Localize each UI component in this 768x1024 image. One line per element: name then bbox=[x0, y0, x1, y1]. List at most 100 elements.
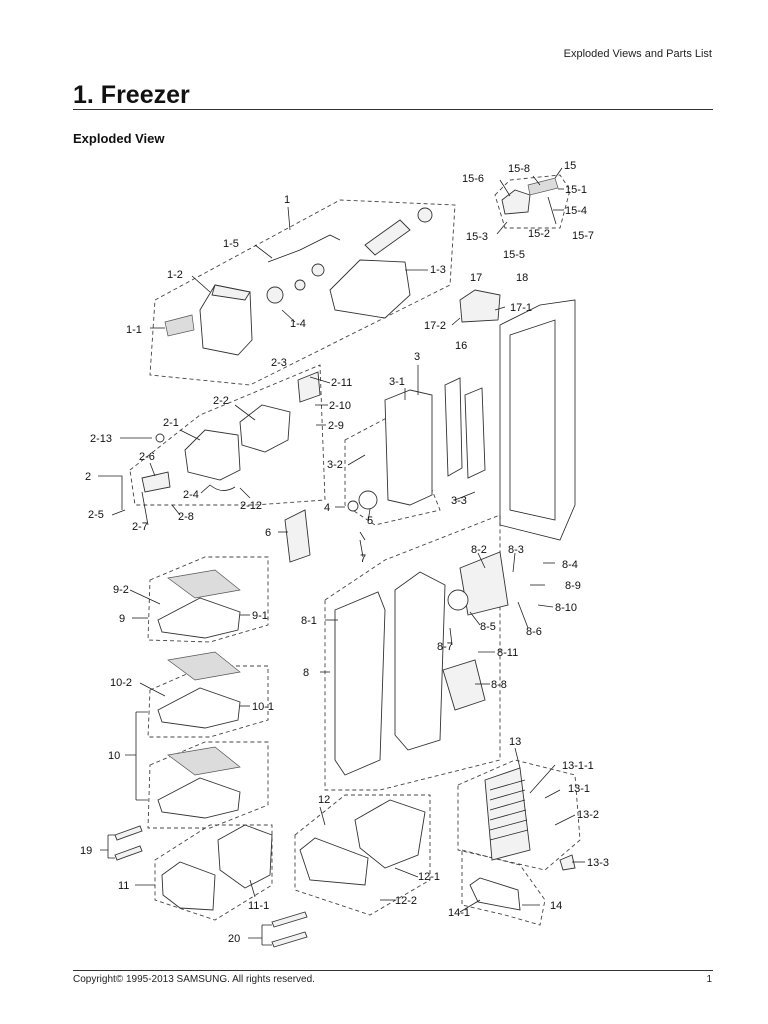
outline-drain-14 bbox=[461, 849, 546, 926]
panel-back bbox=[334, 591, 386, 776]
rail-20a bbox=[271, 911, 308, 928]
footer-divider bbox=[73, 970, 713, 971]
assembly-outlines bbox=[129, 174, 581, 926]
callout-1-3: 1-3 bbox=[430, 264, 446, 276]
callout-13-3: 13-3 bbox=[587, 857, 609, 869]
callout-15-1: 15-1 bbox=[565, 184, 587, 196]
gear-a bbox=[266, 286, 284, 304]
section-header: Exploded Views and Parts List bbox=[563, 48, 712, 60]
callout-19: 19 bbox=[80, 845, 92, 857]
callout-10-2: 10-2 bbox=[110, 677, 132, 689]
callout-2-7: 2-7 bbox=[132, 521, 148, 533]
tank-body bbox=[501, 189, 531, 215]
outline-bin-11 bbox=[154, 824, 273, 921]
callout-2-5: 2-5 bbox=[88, 509, 104, 521]
callout-8-8: 8-8 bbox=[491, 679, 507, 691]
callout-9-1: 9-1 bbox=[252, 610, 268, 622]
outline-shelf-10b bbox=[147, 741, 269, 829]
callout-13-2: 13-2 bbox=[577, 809, 599, 821]
shelf-9-glass bbox=[167, 569, 241, 599]
auger bbox=[364, 219, 411, 256]
callout-18: 18 bbox=[516, 272, 528, 284]
evaporator bbox=[484, 767, 531, 861]
callout-6: 6 bbox=[265, 527, 271, 539]
callout-15-7: 15-7 bbox=[572, 230, 594, 242]
dispenser-part bbox=[459, 289, 501, 323]
callout-2-3: 2-3 bbox=[271, 357, 287, 369]
rail-19a bbox=[114, 825, 143, 841]
cabinet-outline bbox=[499, 299, 576, 541]
callout-5: 5 bbox=[367, 515, 373, 527]
ice-cover bbox=[164, 314, 195, 337]
callout-10: 10 bbox=[108, 750, 120, 762]
outline-evaporator bbox=[457, 759, 581, 871]
bin-12 bbox=[354, 799, 426, 869]
callout-3-3: 3-3 bbox=[451, 495, 467, 507]
callout-8-3: 8-3 bbox=[508, 544, 524, 556]
bin-11 bbox=[217, 824, 273, 889]
motor-housing bbox=[184, 429, 241, 481]
footer-copyright: Copyright© 1995-2013 SAMSUNG. All rights… bbox=[73, 974, 315, 985]
callout-12-1: 12-1 bbox=[418, 871, 440, 883]
callout-3-2: 3-2 bbox=[327, 459, 343, 471]
callout-16: 16 bbox=[455, 340, 467, 352]
shelf-9-frame bbox=[157, 597, 241, 639]
callout-8-1: 8-1 bbox=[301, 615, 317, 627]
outline-shelf-9 bbox=[147, 556, 269, 643]
callout-2-1: 2-1 bbox=[163, 417, 179, 429]
callout-2-10: 2-10 bbox=[329, 400, 351, 412]
callout-8-4: 8-4 bbox=[562, 559, 578, 571]
cover-plate bbox=[284, 509, 311, 563]
page-title: 1. Freezer bbox=[73, 81, 190, 109]
callout-15-2: 15-2 bbox=[528, 228, 550, 240]
callout-4: 4 bbox=[324, 502, 330, 514]
callout-8-7: 8-7 bbox=[437, 641, 453, 653]
shelf-10b-glass bbox=[167, 746, 241, 776]
callout-10-1: 10-1 bbox=[252, 701, 274, 713]
callout-2-4: 2-4 bbox=[183, 489, 199, 501]
outline-drawer-guide bbox=[344, 394, 441, 526]
callout-labels: 1 1-5 1-2 1-3 1-4 1-1 15-6 15-8 15 15-1 … bbox=[80, 160, 609, 945]
callout-13: 13 bbox=[509, 736, 521, 748]
callout-13-1-1: 13-1-1 bbox=[562, 760, 594, 772]
motor-bracket bbox=[297, 371, 321, 403]
tank-grille bbox=[527, 177, 559, 196]
callout-1-4: 1-4 bbox=[290, 318, 306, 330]
callout-17-1: 17-1 bbox=[510, 302, 532, 314]
callout-2-11: 2-11 bbox=[331, 377, 352, 389]
callout-2-13: 2-13 bbox=[90, 433, 112, 445]
callout-15-6: 15-6 bbox=[462, 173, 484, 185]
callout-15-3: 15-3 bbox=[466, 231, 488, 243]
callout-12-2: 12-2 bbox=[395, 895, 417, 907]
callout-8-9: 8-9 bbox=[565, 580, 581, 592]
callout-1-1: 1-1 bbox=[126, 324, 142, 336]
outline-bin-12 bbox=[294, 794, 431, 916]
wheel bbox=[358, 490, 378, 510]
fan-shroud bbox=[459, 551, 509, 616]
rail-20b bbox=[271, 931, 308, 948]
rail-right-a bbox=[444, 377, 463, 477]
bin-11-front bbox=[161, 861, 216, 911]
callout-15-8: 15-8 bbox=[508, 163, 530, 175]
ejector-rod bbox=[267, 234, 341, 263]
callout-1: 1 bbox=[284, 194, 290, 206]
panel-front bbox=[394, 571, 446, 751]
callout-2-6: 2-6 bbox=[139, 451, 155, 463]
bin-12-front bbox=[299, 837, 369, 886]
callout-9-2: 9-2 bbox=[113, 584, 129, 596]
callout-1-5: 1-5 bbox=[223, 238, 239, 250]
shelf-10-glass bbox=[167, 651, 241, 681]
shelf-10b-frame bbox=[157, 777, 241, 819]
callout-3-1: 3-1 bbox=[389, 376, 405, 388]
outline-shelf-10 bbox=[147, 665, 269, 738]
motor-cover bbox=[239, 404, 291, 453]
rail-19b bbox=[114, 845, 143, 861]
outline-ice-maker bbox=[149, 199, 456, 386]
callout-14: 14 bbox=[550, 900, 562, 912]
outline-fan-panel bbox=[324, 514, 501, 791]
callout-15-4: 15-4 bbox=[565, 205, 587, 217]
callout-8-6: 8-6 bbox=[526, 626, 542, 638]
callout-13-1: 13-1 bbox=[568, 783, 590, 795]
callout-17-2: 17-2 bbox=[424, 320, 446, 332]
